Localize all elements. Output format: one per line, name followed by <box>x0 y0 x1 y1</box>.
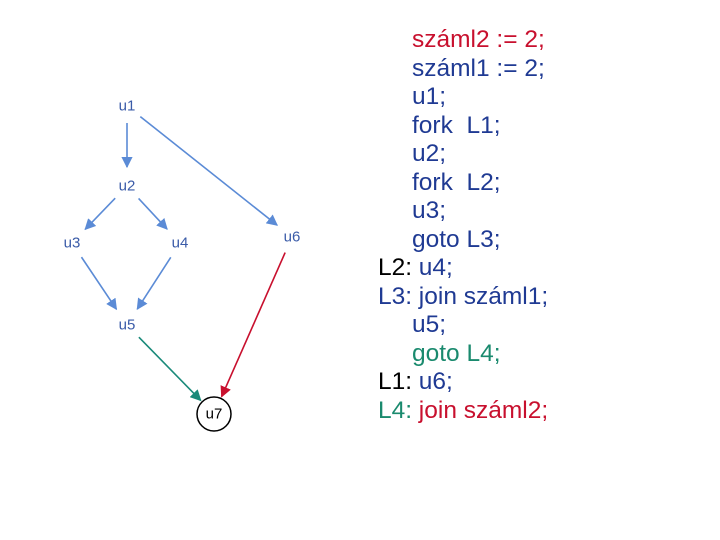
code-label <box>345 226 412 255</box>
code-statement: u2; <box>412 140 447 167</box>
code-label <box>345 140 412 169</box>
node-label-u4: u4 <box>172 235 189 252</box>
code-line: száml2 := 2; <box>345 26 715 55</box>
code-label: L4: <box>377 396 412 424</box>
node-label-u5: u5 <box>119 317 136 334</box>
code-label <box>345 26 412 55</box>
code-label <box>345 55 412 84</box>
code-statement: száml1 := 2; <box>412 54 545 82</box>
node-u1: u1 <box>119 98 136 115</box>
node-label-u7: u7 <box>206 406 223 423</box>
code-label <box>345 311 412 340</box>
node-u4: u4 <box>172 235 189 252</box>
edge-u5-u7 <box>138 336 202 402</box>
code-line: L4: join száml2; <box>345 397 715 426</box>
node-u6: u6 <box>284 229 301 246</box>
code-statement: u6; <box>412 368 453 395</box>
node-u3: u3 <box>64 235 81 252</box>
edges <box>80 115 286 402</box>
code-line: száml1 := 2; <box>345 55 715 84</box>
code-statement: goto L4; <box>412 339 501 367</box>
code-statement: fork L2; <box>412 168 501 196</box>
code-label: L1: <box>377 368 412 395</box>
code-line: fork L1; <box>345 112 715 141</box>
edge-u2-u4 <box>137 197 168 230</box>
code-line: u5; <box>345 311 715 340</box>
code-statement: u4; <box>412 254 453 281</box>
code-line: goto L4; <box>345 340 715 369</box>
code-label <box>345 112 412 141</box>
code-line: goto L3; <box>345 226 715 255</box>
code-line: fork L2; <box>345 169 715 198</box>
code-statement: u1; <box>412 83 447 110</box>
code-statement: join száml1; <box>412 282 549 310</box>
code-label <box>345 169 412 198</box>
edge-u4-u5 <box>136 256 172 310</box>
code-label: L2: <box>377 254 412 281</box>
code-statement: u5; <box>412 311 447 338</box>
code-label <box>345 83 412 112</box>
node-label-u2: u2 <box>119 178 136 195</box>
edge-u3-u5 <box>80 256 118 311</box>
code-label <box>345 197 412 226</box>
flow-graph: u1 u2 u3 u4 u5 u6 u7 <box>64 98 301 432</box>
node-u5: u5 <box>119 317 136 334</box>
node-circle-u7 <box>196 396 232 432</box>
code-line: u1; <box>345 83 715 112</box>
code-statement: u3; <box>412 197 447 224</box>
code-line: u2; <box>345 140 715 169</box>
code-listing: száml2 := 2;száml1 := 2;u1;fork L1;u2;fo… <box>345 26 715 425</box>
edge-u2-u3 <box>84 197 116 231</box>
code-line: L2: u4; <box>345 254 715 283</box>
node-u2: u2 <box>119 178 136 195</box>
code-statement: join száml2; <box>412 396 549 424</box>
edge-u1-u6 <box>139 115 278 226</box>
node-label-u6: u6 <box>284 229 301 246</box>
code-line: L1: u6; <box>345 368 715 397</box>
node-label-u1: u1 <box>119 98 136 115</box>
node-u7: u7 <box>196 396 232 432</box>
code-line: u3; <box>345 197 715 226</box>
code-label <box>345 340 412 369</box>
edge-u6-u7 <box>220 252 286 398</box>
node-label-u3: u3 <box>64 235 81 252</box>
code-statement: goto L3; <box>412 225 501 253</box>
code-statement: fork L1; <box>412 111 501 139</box>
code-statement: száml2 := 2; <box>412 26 545 53</box>
nodes: u1 u2 u3 u4 u5 u6 u7 <box>64 98 301 432</box>
code-label: L3: <box>377 282 412 310</box>
code-line: L3: join száml1; <box>345 283 715 312</box>
